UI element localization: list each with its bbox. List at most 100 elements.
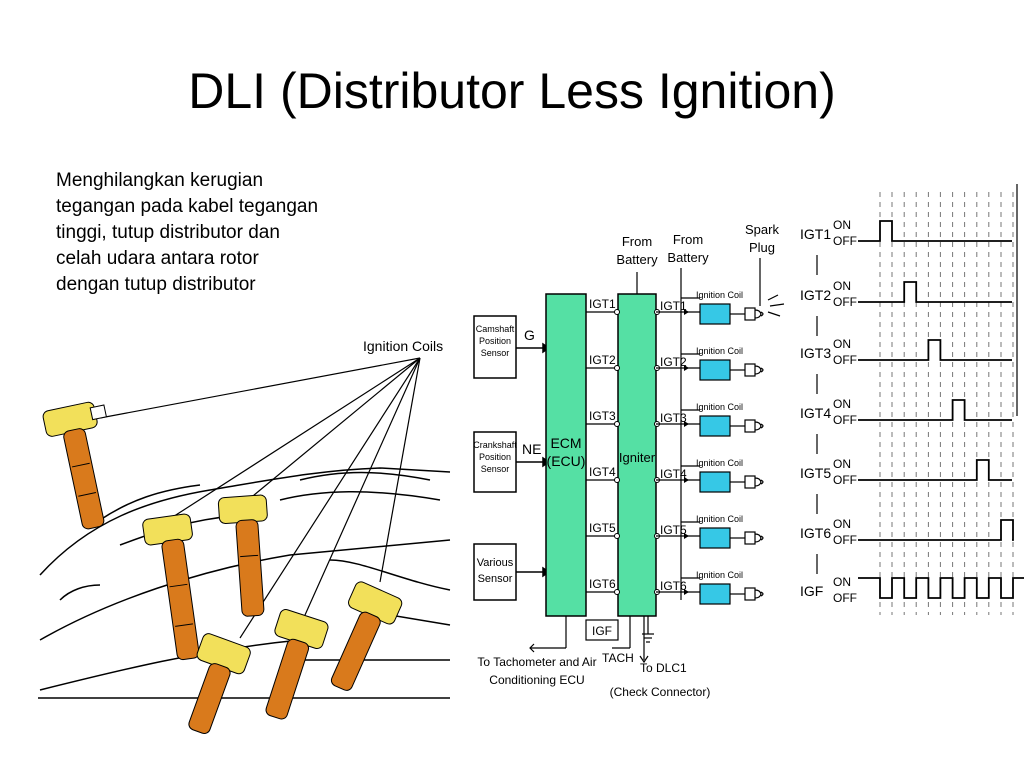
timing-rows: IGT1ONOFFIGT2ONOFFIGT3ONOFFIGT4ONOFFIGT5… xyxy=(800,218,1024,605)
ecm-label: ECM xyxy=(550,435,581,451)
ignition-coil-box xyxy=(699,527,731,549)
signal-label: IGT2 xyxy=(800,287,831,303)
ecm-output-label: IGT6 xyxy=(589,577,616,591)
connector xyxy=(654,533,660,539)
off-label: OFF xyxy=(833,413,857,427)
connector xyxy=(614,421,620,427)
sensor-label: Various xyxy=(477,557,514,569)
sensor-label: Position xyxy=(479,452,511,462)
connector xyxy=(614,589,620,595)
signal-ne-label: NE xyxy=(522,441,541,457)
off-label: OFF xyxy=(833,533,857,547)
from-battery-label: From xyxy=(622,234,652,249)
sensor-signal-lines xyxy=(516,342,551,578)
ignition-coil-label: Ignition Coil xyxy=(696,402,743,412)
igniter-output-label: IGT3 xyxy=(660,411,687,425)
waveform xyxy=(858,399,1012,421)
on-label: ON xyxy=(833,397,851,411)
waveform xyxy=(858,281,1012,303)
bottom-right-label: To DLC1 xyxy=(640,661,687,675)
description-line: Menghilangkan kerugian xyxy=(56,170,264,191)
on-label: ON xyxy=(833,457,851,471)
connector xyxy=(654,421,660,427)
signal-label: IGF xyxy=(800,583,823,599)
sensor-label: Sensor xyxy=(481,464,510,474)
waveform xyxy=(858,459,1012,481)
ecm-output-label: IGT2 xyxy=(589,353,616,367)
from-battery-label: Battery xyxy=(616,252,658,267)
spark-plug-label: Plug xyxy=(749,240,775,255)
engine-outline xyxy=(39,467,451,691)
bottom-right-label: (Check Connector) xyxy=(610,685,711,699)
waveform xyxy=(858,220,1012,242)
sensor-crankshaft: Crankshaft Position Sensor xyxy=(473,431,517,493)
connector xyxy=(654,477,660,483)
on-label: ON xyxy=(833,337,851,351)
sensor-camshaft: Camshaft Position Sensor xyxy=(473,315,517,379)
ecm-output-label: IGT3 xyxy=(589,409,616,423)
sensor-label: Sensor xyxy=(481,348,510,358)
connector xyxy=(614,365,620,371)
signal-label: IGT5 xyxy=(800,465,831,481)
igniter-output-label: IGT2 xyxy=(660,355,687,369)
coil xyxy=(42,401,107,530)
spark-plug-label: Spark xyxy=(745,222,779,237)
spark-plug-icon xyxy=(744,363,756,377)
sensor-label: Position xyxy=(479,336,511,346)
off-label: OFF xyxy=(833,591,857,605)
connector xyxy=(654,365,660,371)
off-label: OFF xyxy=(833,473,857,487)
description-line: celah udara antara rotor xyxy=(56,248,259,269)
connector xyxy=(614,533,620,539)
igniter-label: Igniter xyxy=(619,450,656,465)
off-label: OFF xyxy=(833,353,857,367)
on-label: ON xyxy=(833,575,851,589)
off-label: OFF xyxy=(833,295,857,309)
ignition-channel: IGT3 IGT3 Ignition Coil xyxy=(586,402,764,437)
connector xyxy=(654,589,660,595)
sensor-label: Camshaft xyxy=(476,324,515,334)
description-line: tegangan pada kabel tegangan xyxy=(56,196,319,217)
ignition-channel: IGT2 IGT2 Ignition Coil xyxy=(586,346,764,381)
ecm-output-label: IGT1 xyxy=(589,297,616,311)
description-line: dengan tutup distributor xyxy=(56,274,256,295)
spark-icon xyxy=(767,294,785,317)
slide-title: DLI (Distributor Less Ignition) xyxy=(188,63,836,119)
sensor-various: Various Sensor xyxy=(473,543,517,601)
connector xyxy=(654,309,660,315)
from-battery-label: From xyxy=(673,232,703,247)
ignition-coils-label: Ignition Coils xyxy=(363,338,443,354)
signal-label: IGT4 xyxy=(800,405,831,421)
ignition-coil-box xyxy=(699,303,731,325)
timing-grid xyxy=(879,192,1014,615)
ignition-coils-illustration: Ignition Coils xyxy=(38,338,451,735)
spark-plug-icon xyxy=(744,587,756,601)
spark-plug-icon xyxy=(744,531,756,545)
ignition-coil-label: Ignition Coil xyxy=(696,514,743,524)
signal-label: IGT1 xyxy=(800,226,831,242)
ignition-coil-label: Ignition Coil xyxy=(696,346,743,356)
sensor-label: Crankshaft xyxy=(473,440,517,450)
on-label: ON xyxy=(833,517,851,531)
ecm-output-label: IGT4 xyxy=(589,465,616,479)
leader-lines xyxy=(99,357,421,639)
ignition-coil-label: Ignition Coil xyxy=(696,290,743,300)
ignition-coil-label: Ignition Coil xyxy=(696,458,743,468)
igniter-output-label: IGT1 xyxy=(660,299,687,313)
ignition-coil-box xyxy=(699,359,731,381)
signal-g-label: G xyxy=(524,327,535,343)
spark-plug-icon xyxy=(744,419,756,433)
connector xyxy=(614,309,620,315)
timing-row: IGF ON OFF xyxy=(800,575,1024,605)
waveform xyxy=(858,339,1012,361)
igniter-box xyxy=(617,293,657,617)
on-label: ON xyxy=(833,279,851,293)
